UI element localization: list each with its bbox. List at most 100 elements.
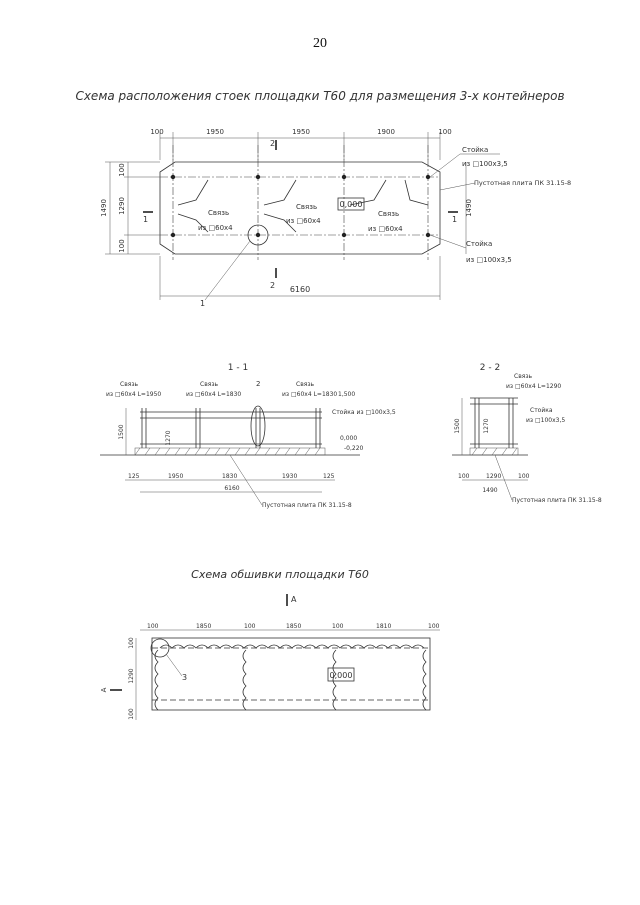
plan-bottom-dim: 6160 [159,256,441,300]
corrugated-right [422,649,427,711]
sh-dim-1: 1850 [196,623,211,630]
plan-title: Схема расположения стоек площадки Т60 дл… [75,89,564,103]
sec22-dim-2: 100 [518,473,530,480]
sec11-lvl-zero: 0,000 [340,435,357,442]
dim-top-4: 100 [438,128,451,136]
sheathing-level: 0,000 [330,671,353,680]
sec11-node-label: 2 [256,380,260,388]
sh-dim-3: 1850 [286,623,301,630]
sec11-stoika: Стойка из □100х3,5 [332,409,396,416]
sheathing-title: Схема обшивки площадки Т60 [191,568,369,581]
dim-left-0: 100 [118,163,126,176]
corrugated-mid1 [242,649,247,711]
dim-top-0: 100 [150,128,163,136]
dim-top-3: 1900 [377,128,395,136]
section-a-left: A [100,687,108,692]
sec22-stoika: Стойка [530,407,553,414]
sec11-total: 6160 [224,485,239,492]
sec22-sv: Связь [514,373,533,380]
sh-ldim-0: 100 [128,637,135,649]
dim-left-2: 1490 [100,199,108,217]
sec11-left: 1 [143,215,148,224]
callout-sv1: Связь [208,209,229,217]
sec11-dim-2: 1830 [222,473,237,480]
sh-ldim-1: 1290 [128,668,135,683]
plan-right-dims: 1490 [465,162,473,254]
sec11-dim-3: 1930 [282,473,297,480]
sec11-node [250,405,266,447]
sec11-inner: 1270 [165,430,172,445]
section-1-1: 1 - 1 1500 1270 Связь из □60х4 L=19 [100,363,396,509]
sheathing-view: Схема обшивки площадки Т60 A 3 100 1850 … [100,568,440,720]
callout-sv3-mat: из □60х4 [368,225,403,233]
dim-right-0: 1490 [465,199,473,217]
sec22-top: 2 [270,139,275,148]
sec22-bottom: 2 [270,281,275,290]
plan-top-dims: 100 1950 1950 1900 100 [150,128,452,160]
dim-left-1: 1290 [118,197,126,215]
sec11-sv-b: Связь [200,381,219,388]
sh-dim-0: 100 [147,623,159,630]
sec11-right: 1 [452,215,457,224]
sec22-inner: 1270 [483,418,490,433]
sheathing-node-label: 3 [182,673,187,682]
sheathing-frame [151,637,431,711]
node-circle-3 [150,638,170,658]
sh-dim-5: 1810 [376,623,391,630]
callout-plate: Пустотная плита ПК 31.15-8 [474,179,571,187]
corrugated-top [159,644,425,649]
sh-dim-6: 100 [428,623,440,630]
callout-stoika-top: Стойка [462,146,488,154]
level-label: 0,000 [340,200,363,209]
sec22-sv-mat: из □60х4 L=1290 [506,383,561,390]
sh-dim-2: 100 [244,623,256,630]
sec11-sv-a: Связь [120,381,139,388]
corrugated-mid2 [332,649,337,711]
sec11-title: 1 - 1 [228,363,248,373]
sec22-height: 1500 [454,418,461,433]
page-number: 20 [313,36,327,51]
sheathing-level-box [327,667,355,682]
dim-top-1: 1950 [206,128,224,136]
sec11-height: 1500 [118,424,125,439]
sec11-sv-b-mat: из □60х4 L=1830 [186,391,241,398]
sec11-dim-4: 125 [323,473,335,480]
sh-ldim-2: 100 [128,708,135,720]
section-markers: 2 2 1 1 [143,139,458,290]
sec22-dim-0: 100 [458,473,470,480]
plan-callouts: Стойка из □100х3,5 Пустотная плита ПК 31… [198,146,571,264]
sec11-lvl-bot: -0,220 [344,445,364,452]
plan-left-dims: 100 1290 1490 100 [100,161,160,255]
sec22-dim-1: 1290 [486,473,501,480]
sec22-title: 2 - 2 [480,363,500,373]
sec11-plate [134,447,326,456]
sec11-sv-c-mat: из □60х4 L=1830 [282,391,337,398]
sec22-total: 1490 [482,487,497,494]
section-2-2: 2 - 2 1500 1270 Связь из □60х4 L=1290 Ст… [452,363,602,504]
corrugated-left [154,649,159,711]
sec22-plate-label: Пустотная плита ПК 31.15-8 [512,497,602,504]
plan-braces [177,179,429,233]
sec11-lvl-top: 1,500 [338,391,355,398]
callout-stoika-bot-mat: из □100х3,5 [466,256,512,264]
dim-top-2: 1950 [292,128,310,136]
dim-bottom: 6160 [290,285,310,294]
callout-sv2-mat: из □60х4 [286,217,321,225]
section-a-top: A [291,595,297,604]
callout-stoika-bot: Стойка [466,240,492,248]
plan-posts [170,174,431,238]
callout-stoika-top-mat: из □100х3,5 [462,160,508,168]
sec11-sv-c: Связь [296,381,315,388]
sec11-plate-label: Пустотная плита ПК 31.15-8 [262,502,352,509]
dim-left-3: 100 [118,239,126,252]
node-leader [204,240,251,301]
plan-view: Схема расположения стоек площадки Т60 дл… [75,89,571,308]
callout-sv2: Связь [296,203,317,211]
sec22-stoika-mat: из □100х3,5 [526,417,565,424]
sec11-sv-a-mat: из □60х4 L=1950 [106,391,161,398]
sec11-dim-0: 125 [128,473,140,480]
sec11-dim-1: 1950 [168,473,183,480]
callout-sv1-mat: из □60х4 [198,224,233,232]
